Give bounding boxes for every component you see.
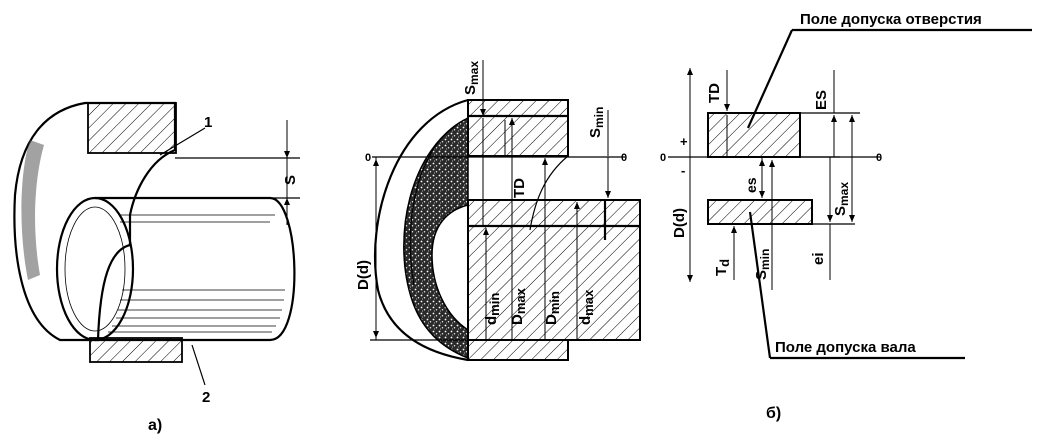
figure-mid-drawing (370, 60, 641, 362)
nominal-label-mid: D(d) (355, 260, 372, 290)
label-1: 1 (204, 114, 212, 131)
d-min-sub: min (487, 293, 502, 316)
s-max-main-b: S (832, 206, 849, 216)
s-max-main: S (462, 85, 479, 95)
zero-line-right-b: 0 (876, 152, 882, 164)
td-label-b: TD (706, 83, 723, 103)
s-min-main-b: S (753, 270, 770, 280)
clearance-s-label: S (282, 175, 299, 185)
d-min-label-mid: dmin (483, 293, 502, 325)
td-label-mid: TD (511, 178, 528, 198)
zero-line-right-mid: 0 (621, 152, 627, 164)
ei-label: ei (810, 252, 827, 265)
d-max-main: d (577, 316, 594, 325)
td-shaft-label: Td (713, 259, 732, 276)
zero-line-left-mid: 0 (365, 152, 371, 164)
s-min-label-mid: Smin (587, 107, 606, 138)
D-max-sub: max (513, 287, 528, 314)
zero-line-left-b: 0 (660, 152, 666, 164)
d-min-main: d (483, 316, 500, 325)
s-max-sub: max (467, 61, 481, 85)
figure-b-drawing (668, 28, 1032, 360)
s-max-label-b: Smax (832, 182, 851, 216)
caption-b: б) (766, 405, 781, 422)
td-shaft-sub: d (717, 259, 732, 267)
s-max-sub-b: max (837, 182, 851, 206)
nominal-label-b: D(d) (671, 208, 688, 238)
d-max-sub: max (581, 289, 596, 316)
D-min-main: D (543, 314, 560, 325)
es-upper-label: ES (813, 90, 830, 110)
s-min-main: S (587, 128, 604, 138)
s-min-sub-b: min (758, 249, 772, 270)
D-min-label-mid: Dmin (543, 291, 562, 325)
hole-tolerance-field-label: Поле допуска отверстия (800, 11, 982, 28)
figure-a-drawing (13, 101, 300, 386)
es-lower-label: es (743, 177, 759, 193)
td-shaft-main: T (713, 267, 730, 276)
D-max-main: D (509, 314, 526, 325)
s-min-sub: min (592, 107, 606, 128)
plus-sign: + (680, 134, 688, 149)
D-max-label-mid: Dmax (509, 287, 528, 325)
label-2: 2 (202, 389, 210, 406)
d-max-label-mid: dmax (577, 289, 596, 325)
D-min-sub: min (547, 291, 562, 314)
caption-a: а) (148, 417, 162, 434)
s-max-label-mid: Smax (462, 61, 481, 95)
minus-sign: - (681, 163, 685, 178)
s-min-label-b: Smin (753, 249, 772, 280)
shaft-tolerance-field-label: Поле допуска вала (775, 339, 916, 356)
